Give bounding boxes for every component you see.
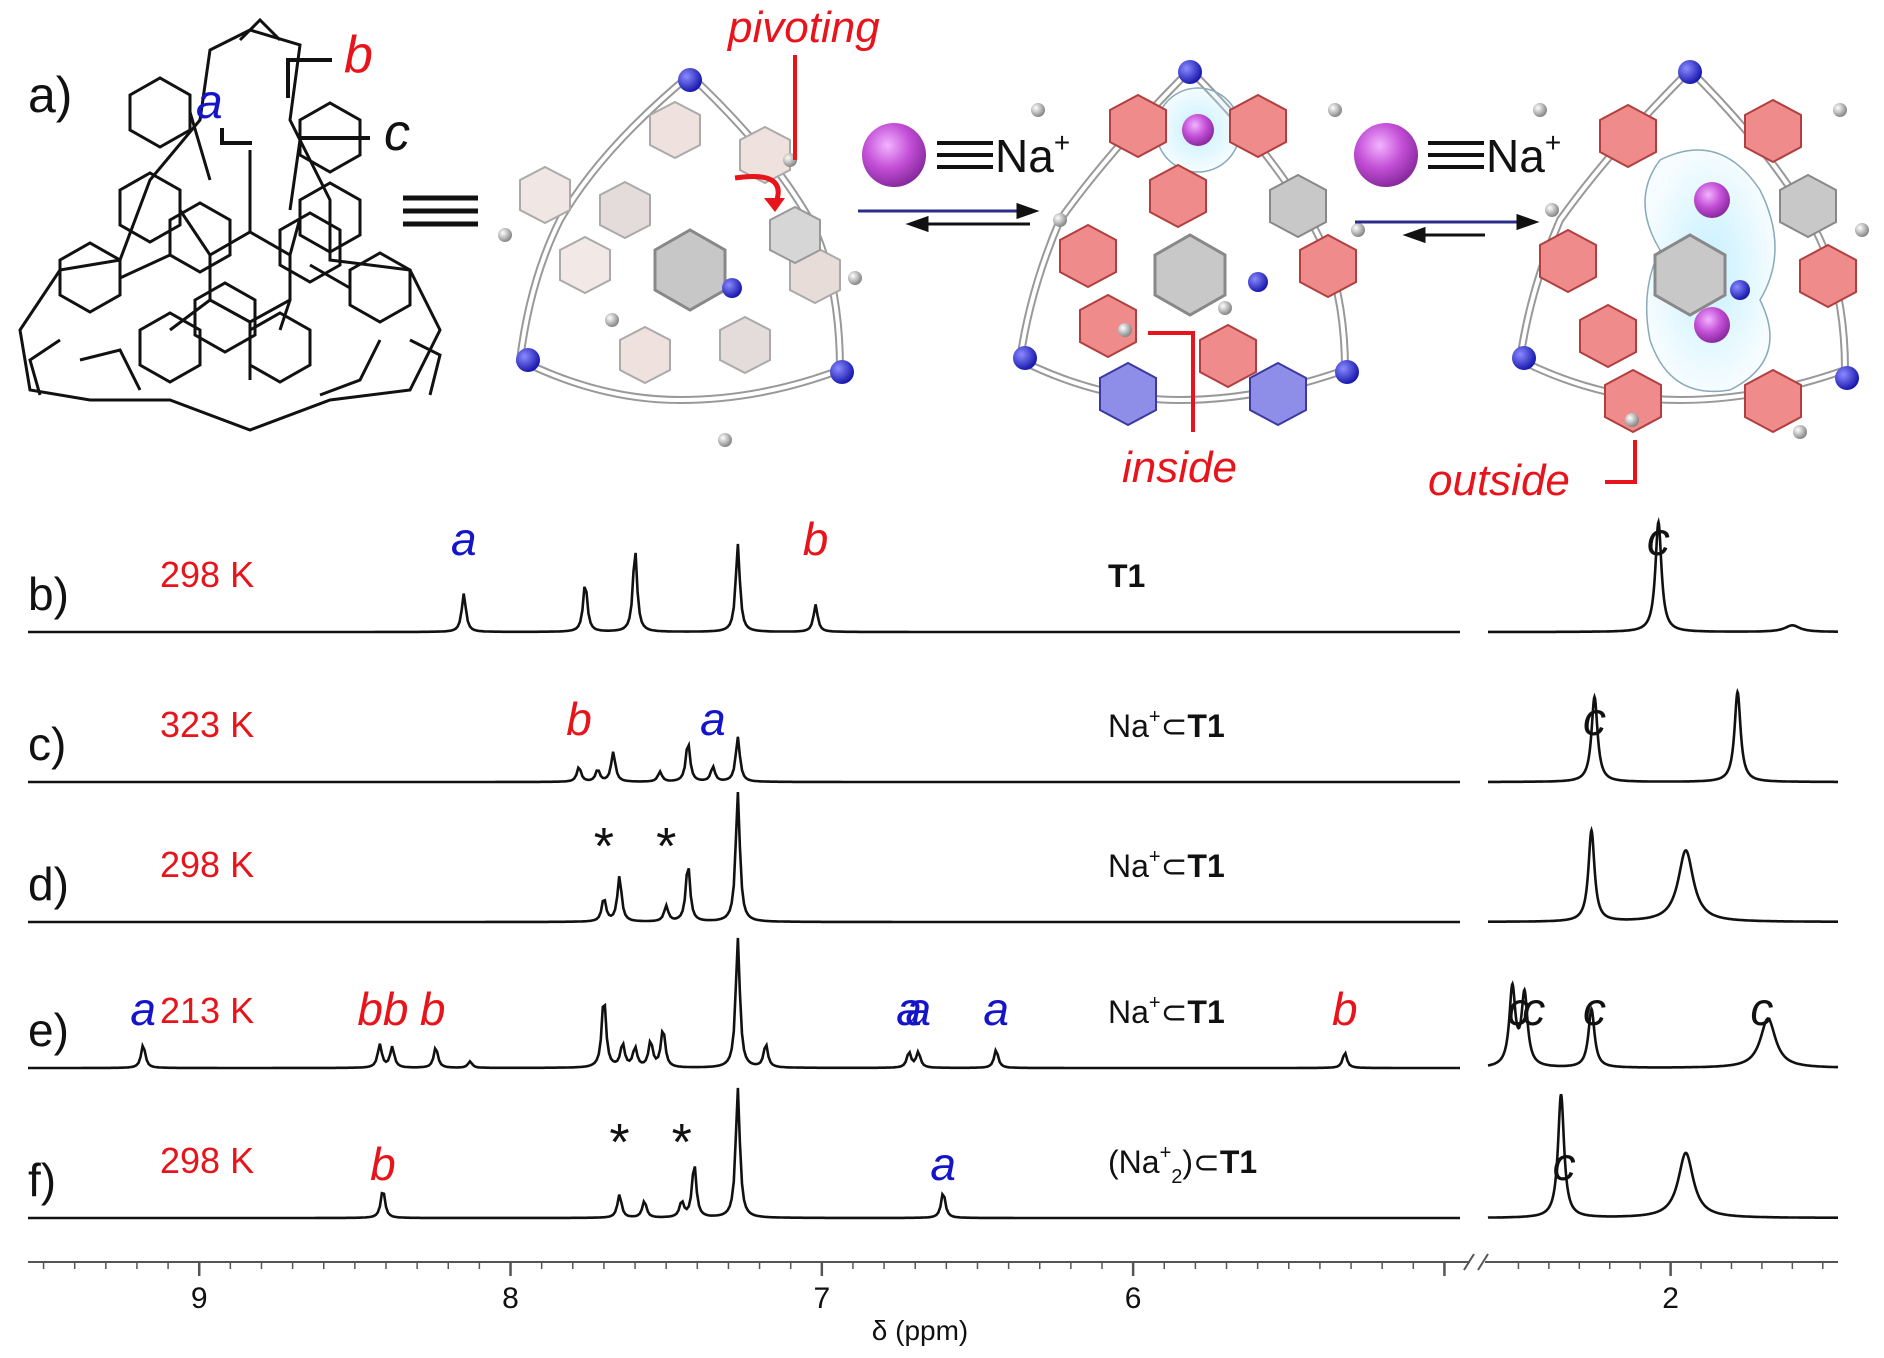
- peak-label-e-0: a: [130, 983, 156, 1035]
- tick-label-2: 2: [1662, 1282, 1679, 1315]
- spectrum-row-f: f) 298 K (Na+2)⊂T1 b * * a c: [28, 1087, 1838, 1220]
- axis-break: [1463, 1253, 1489, 1271]
- outside-pointer: [1605, 440, 1637, 484]
- peak-label-e-9: c: [1583, 983, 1606, 1035]
- axis-ticks: 9 8 7 6 2: [42, 1262, 1824, 1315]
- x-axis: 9 8 7 6 2 δ (ppm): [28, 1253, 1838, 1346]
- sodium-ball-2: [1354, 123, 1418, 187]
- panel-a-label: a): [28, 67, 72, 123]
- struct-label-c: c: [384, 104, 410, 162]
- peak-label-e-1: bb: [357, 983, 408, 1035]
- peak-label-f-3: a: [930, 1138, 956, 1190]
- temperature-f: 298 K: [160, 1140, 254, 1181]
- spectrum-trace-c-R: [1488, 687, 1838, 784]
- peak-label-b-1: b: [803, 513, 829, 565]
- temperature-c: 323 K: [160, 704, 254, 745]
- spectrum-row-d: d) 298 K Na+⊂T1 * *: [28, 791, 1838, 924]
- inside-pointer: [1148, 331, 1195, 432]
- peak-label-e-2: b: [420, 983, 446, 1035]
- spectrum-row-c: c) 323 K Na+⊂T1 b a c: [28, 687, 1838, 784]
- temperature-e: 213 K: [160, 990, 254, 1031]
- spectrum-trace-f-L: [28, 1087, 1460, 1220]
- equiv-small-1: [937, 141, 993, 169]
- equilibrium-arrows-1: [858, 202, 1040, 233]
- pivoting-label: pivoting: [726, 3, 880, 52]
- chemical-structure: [18, 17, 442, 432]
- struct-label-a: a: [196, 76, 223, 129]
- axis-label: δ (ppm): [872, 1315, 968, 1346]
- spectrum-row-b: b) 298 K T1 a b c: [28, 513, 1838, 634]
- compound-d: Na+⊂T1: [1108, 846, 1225, 884]
- na-label-1: Na+: [995, 127, 1070, 182]
- panel-a: a) a b c: [18, 3, 1869, 505]
- spectrum-trace-e-L: [28, 937, 1460, 1070]
- peak-label-e-7: c: [1507, 983, 1530, 1035]
- cage-model-free: [498, 68, 862, 447]
- peak-label-e-4: a: [906, 983, 932, 1035]
- compound-b: T1: [1108, 558, 1145, 594]
- inside-label: inside: [1122, 443, 1237, 492]
- temperature-b: 298 K: [160, 554, 254, 595]
- peak-label-d-1: *: [656, 818, 676, 876]
- peak-label-d-0: *: [594, 818, 614, 876]
- tick-label-9: 9: [191, 1282, 208, 1315]
- panel-label-f: f): [28, 1154, 56, 1206]
- equiv-small-2: [1428, 141, 1484, 169]
- peak-label-e-5: a: [983, 983, 1009, 1035]
- compound-c: Na+⊂T1: [1108, 706, 1225, 744]
- compound-e: Na+⊂T1: [1108, 992, 1225, 1030]
- equiv-symbol: [403, 195, 478, 227]
- na-label-2: Na+: [1486, 127, 1561, 182]
- peak-label-f-2: *: [672, 1114, 692, 1172]
- peak-label-f-1: *: [609, 1114, 629, 1172]
- tick-label-6: 6: [1125, 1282, 1142, 1315]
- spectrum-trace-b-L: [28, 543, 1460, 634]
- cage-model-2na: [1512, 60, 1869, 439]
- peak-label-c-0: b: [566, 693, 592, 745]
- peak-label-f-0: b: [370, 1138, 396, 1190]
- panel-label-b: b): [28, 568, 69, 620]
- nmr-spectra: b) 298 K T1 a b c c) 323 K Na+⊂T1 b a c d) 298 K Na+⊂T…: [28, 513, 1838, 1220]
- temperature-d: 298 K: [160, 844, 254, 885]
- peak-label-e-10: c: [1750, 983, 1773, 1035]
- peak-label-b-2: c: [1647, 513, 1670, 565]
- spectrum-trace-f-R: [1487, 1093, 1838, 1219]
- spectrum-trace-c-L: [28, 736, 1460, 784]
- spectrum-trace-e-R: [1487, 980, 1838, 1069]
- sodium-ball-1: [862, 123, 926, 187]
- peak-label-c-2: c: [1583, 693, 1606, 745]
- equilibrium-arrows-2: [1355, 213, 1540, 244]
- compound-f: (Na+2)⊂T1: [1108, 1142, 1257, 1188]
- cage-model-na: [1013, 60, 1365, 427]
- peak-label-e-6: b: [1332, 983, 1358, 1035]
- peak-label-e-3: a: [896, 983, 922, 1035]
- spectrum-trace-d-R: [1488, 825, 1838, 924]
- peak-label-b-0: a: [451, 513, 477, 565]
- peak-label-c-1: a: [700, 693, 726, 745]
- panel-label-d: d): [28, 858, 69, 910]
- struct-bracket-a: [220, 128, 252, 145]
- peak-label-f-4: c: [1553, 1138, 1576, 1190]
- panel-label-c: c): [28, 718, 66, 770]
- tick-label-8: 8: [502, 1282, 519, 1315]
- spectrum-trace-d-L: [28, 791, 1460, 924]
- struct-label-b: b: [344, 26, 373, 84]
- panel-label-e: e): [28, 1004, 69, 1056]
- spectrum-trace-b-R: [1488, 516, 1838, 634]
- outside-label: outside: [1428, 456, 1570, 505]
- tick-label-7: 7: [813, 1282, 830, 1315]
- struct-bracket-b: [286, 58, 332, 98]
- peak-label-e-8: c: [1522, 983, 1545, 1035]
